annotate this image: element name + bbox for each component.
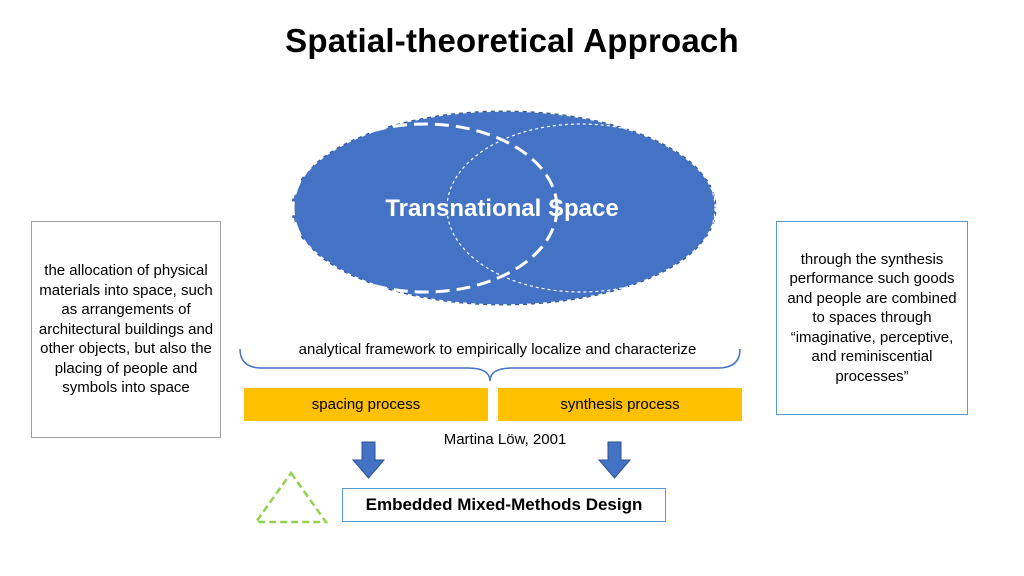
framework-brace [239,348,741,382]
citation: Martina Löw, 2001 [443,431,567,448]
dashed-outline-outer [291,110,717,306]
synthesis-description-text: through the synthesis performance such g… [787,250,957,385]
design-box: Embedded Mixed-Methods Design [342,488,666,522]
synthesis-description-box: through the synthesis performance such g… [776,221,968,415]
spacing-description-box: the allocation of physical materials int… [31,221,221,438]
overlap-ellipse-left [291,122,559,294]
synthesis-process-box: synthesis process [498,388,742,421]
down-arrow-right [597,441,632,479]
spacing-process-label: spacing process [311,396,421,413]
triangle-icon [253,470,329,524]
page-title: Spatial-theoretical Approach [285,22,739,59]
design-label: Embedded Mixed-Methods Design [365,495,643,514]
framework-label: analytical framework to empirically loca… [298,341,697,358]
ellipse-label: Transnational Space [385,195,618,222]
spacing-process-box: spacing process [244,388,488,421]
overlap-ellipse-right [446,123,716,293]
down-arrow-left [351,441,386,479]
synthesis-process-label: synthesis process [560,396,680,413]
spacing-description-text: the allocation of physical materials int… [38,262,214,397]
